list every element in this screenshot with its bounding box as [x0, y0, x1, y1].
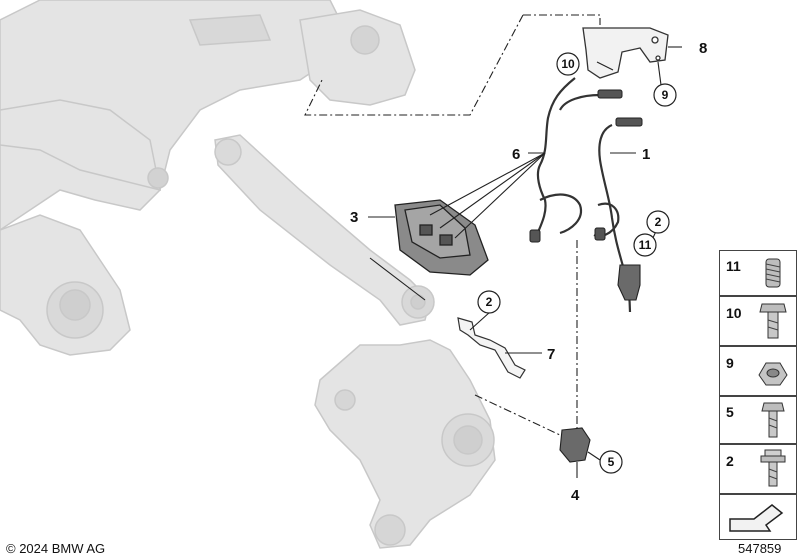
svg-text:2: 2	[655, 215, 662, 229]
legend-item-5: 5	[719, 396, 797, 444]
callout-1: 1	[642, 146, 650, 163]
svg-text:10: 10	[561, 57, 575, 71]
screw-icon	[761, 402, 785, 438]
control-arm-phantom	[214, 134, 435, 326]
callout-2-circle-lower: 2	[477, 290, 501, 314]
legend-item-10: 10	[719, 296, 797, 346]
legend-label: 11	[726, 258, 741, 274]
sensor-head-part	[559, 264, 641, 463]
flange-bolt-icon	[760, 449, 786, 487]
legend-label: 2	[726, 453, 734, 469]
callout-2-circle-upper: 2	[646, 210, 670, 234]
callout-4: 4	[571, 487, 580, 504]
legend-item-11: 11	[719, 250, 797, 296]
wheel-carrier-phantom	[314, 339, 496, 549]
callout-7: 7	[547, 346, 555, 363]
legend-item-9: 9	[719, 346, 797, 396]
circled-callouts: 10 9 2 11 2 5	[477, 52, 677, 474]
sensor-plug-part	[529, 89, 643, 243]
sensor-cable-part	[533, 77, 632, 313]
callout-11-circle: 11	[633, 233, 657, 257]
nut-icon	[758, 362, 788, 386]
bracket-part	[582, 27, 669, 79]
callout-8: 8	[699, 40, 707, 57]
svg-text:9: 9	[662, 88, 669, 102]
copyright-text: © 2024 BMW AG	[6, 541, 106, 556]
legend-label: 5	[726, 404, 734, 420]
legend-arrow-box	[719, 494, 797, 540]
legend-label: 9	[726, 355, 734, 371]
callout-6: 6	[512, 146, 520, 163]
callout-9-circle: 9	[653, 83, 677, 107]
callout-numbers: 1 3 4 6 7 8	[350, 40, 707, 504]
callout-10-circle: 10	[556, 52, 580, 76]
svg-text:11: 11	[639, 238, 652, 252]
bolt-icon	[759, 303, 787, 339]
leader-lines-dashed	[304, 14, 601, 436]
callout-3: 3	[350, 209, 358, 226]
rear-subframe-phantom	[0, 0, 416, 356]
direction-arrow-icon	[729, 504, 784, 532]
svg-text:2: 2	[486, 295, 493, 309]
diagram-number: 547859	[738, 541, 782, 556]
legend-label: 10	[726, 305, 742, 321]
callout-5-circle: 5	[599, 450, 623, 474]
grub-screw-icon	[765, 258, 781, 288]
legend-item-2: 2	[719, 444, 797, 494]
clip-carrier-part	[394, 199, 489, 276]
bracket-7-part	[457, 317, 526, 379]
svg-text:5: 5	[608, 455, 615, 469]
